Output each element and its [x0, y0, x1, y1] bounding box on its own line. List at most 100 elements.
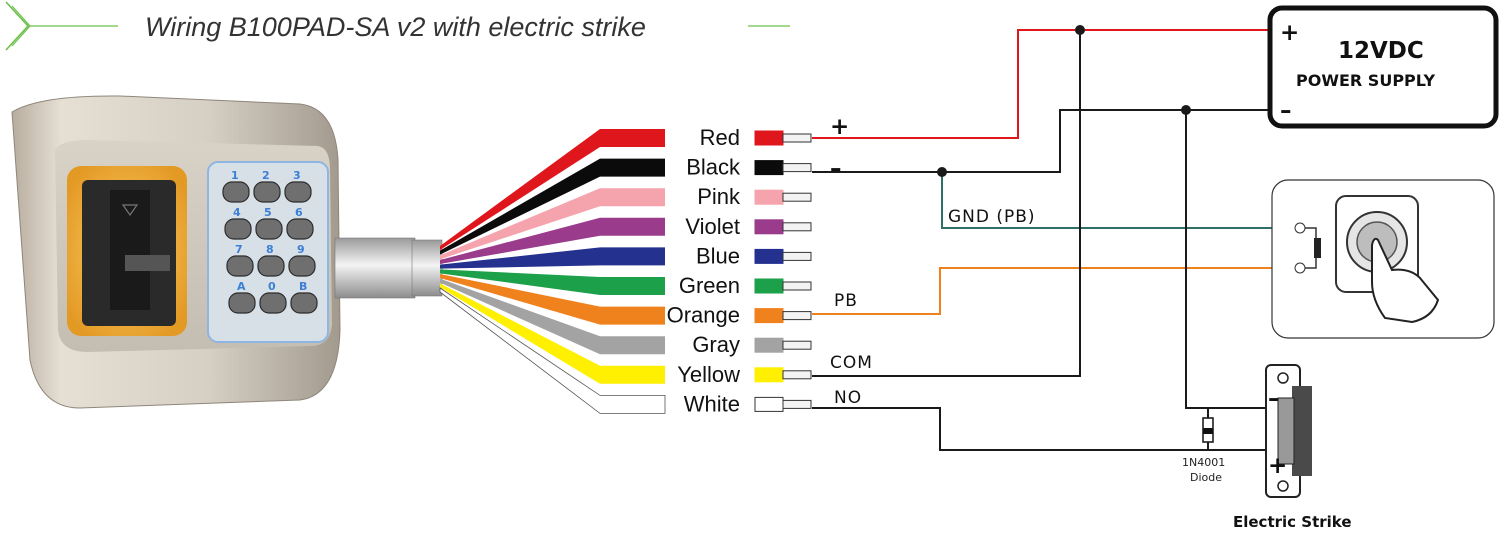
- cable-sheath: [334, 237, 416, 299]
- strike-plus: +: [1268, 453, 1287, 479]
- wire-label-red: Red: [700, 125, 740, 150]
- terminal-icon: [1294, 262, 1306, 274]
- electric-strike: – + Electric Strike: [1233, 364, 1352, 531]
- wire-ferrule: [782, 340, 812, 350]
- wire-label-blue: Blue: [696, 243, 740, 268]
- keypad-key: [222, 181, 250, 203]
- plus-label: +: [830, 114, 849, 140]
- junction-dot: [1181, 105, 1191, 115]
- wire-blue: [440, 247, 665, 269]
- diode-label: Diode: [1190, 471, 1222, 484]
- junction-dot: [937, 167, 947, 177]
- power-supply-box: [1267, 5, 1499, 129]
- circuit-lines: [812, 29, 1273, 451]
- power-supply-label: POWER SUPPLY: [1296, 71, 1435, 90]
- wire-ferrule: [782, 281, 812, 291]
- wire-ferrule: [782, 399, 812, 409]
- wire-yellow: [440, 283, 665, 384]
- wire-ferrule: [782, 192, 812, 202]
- push-button-unit: [1271, 179, 1495, 339]
- no-line: [812, 407, 1268, 451]
- wire-label-pink: Pink: [697, 184, 741, 209]
- power-supply-minus: –: [1280, 98, 1292, 124]
- wire-label-green: Green: [679, 273, 740, 298]
- wire-fan: [439, 129, 666, 414]
- diode-part-label: 1N4001: [1182, 456, 1225, 469]
- junction-dot: [1075, 25, 1085, 35]
- wire-label-black: Black: [686, 155, 741, 180]
- fingerprint-slot: [125, 255, 170, 271]
- keypad-key-label: 5: [264, 206, 272, 219]
- wire-ferrule: [782, 370, 812, 380]
- keypad-key: [253, 181, 281, 203]
- wire-red: [440, 129, 665, 250]
- strike-minus: –: [1268, 386, 1280, 412]
- cable: [334, 237, 443, 299]
- wire-label-white: White: [684, 391, 740, 416]
- pointing-hand-icon: [1371, 237, 1440, 324]
- page-title: Wiring B100PAD-SA v2 with electric strik…: [145, 12, 646, 42]
- wire-label-orange: Orange: [667, 303, 740, 328]
- power-supply-voltage: 12VDC: [1338, 38, 1424, 64]
- strike-label: Electric Strike: [1233, 513, 1352, 531]
- keypad-key-label: A: [237, 280, 246, 293]
- wire-tip-green: [754, 278, 784, 294]
- wire-white: [439, 287, 666, 414]
- wire-labels: RedBlackPinkVioletBlueGreenOrangeGrayYel…: [667, 125, 812, 416]
- wire-tip-gray: [754, 337, 784, 353]
- wire-ferrule: [782, 311, 812, 321]
- no-label: NO: [834, 388, 862, 408]
- keypad-key-label: 3: [293, 169, 301, 182]
- wire-black: [440, 158, 665, 255]
- wire-orange: [440, 274, 665, 325]
- power-supply: + 12VDC POWER SUPPLY –: [1267, 5, 1499, 129]
- cable-end: [411, 239, 443, 297]
- wire-ferrule: [782, 133, 812, 143]
- wire-violet: [440, 217, 665, 264]
- wire-tip-black: [754, 160, 784, 176]
- keypad-key: [259, 292, 287, 314]
- com-label: COM: [830, 353, 873, 373]
- keypad-key-label: 1: [231, 169, 239, 182]
- keypad-key-label: 8: [266, 243, 274, 256]
- power-positive-line: [812, 29, 1268, 139]
- minus-label: –: [830, 156, 842, 182]
- keypad-key-label: 6: [295, 206, 303, 219]
- wire-ferrule: [782, 222, 812, 232]
- pb-line: [812, 267, 1273, 315]
- wire-tip-pink: [754, 189, 784, 205]
- gnd-pb-label: GND (PB): [948, 207, 1036, 227]
- wire-pink: [440, 188, 665, 260]
- gnd-pb-line: [941, 172, 1273, 229]
- keypad-key: [255, 218, 283, 240]
- diode-band: [1203, 428, 1213, 434]
- strike-body: [1292, 386, 1312, 476]
- wire-ferrule: [782, 163, 812, 173]
- strike-keeper: [1277, 397, 1295, 465]
- wire-tip-orange: [754, 308, 784, 324]
- wire-tip-white: [754, 396, 784, 412]
- keypad-key: [224, 218, 252, 240]
- keypad-key: [286, 218, 314, 240]
- chevron-icon: [5, 1, 30, 51]
- terminal-icon: [1294, 222, 1306, 234]
- keypad-key-label: 4: [233, 206, 241, 219]
- keypad-key: [226, 255, 254, 277]
- keypad-key-label: 0: [268, 280, 276, 293]
- wire-tip-violet: [754, 219, 784, 235]
- keypad-key: [284, 181, 312, 203]
- keypad-key-label: 2: [262, 169, 270, 182]
- strike-negative-line: [1185, 110, 1268, 409]
- wire-label-gray: Gray: [692, 332, 740, 357]
- arrow-down-icon: [121, 204, 139, 217]
- screw-icon: [1277, 372, 1289, 384]
- header: Wiring B100PAD-SA v2 with electric strik…: [5, 1, 790, 51]
- junctions: [937, 25, 1191, 177]
- switch-actuator-icon: [1314, 238, 1321, 258]
- keypad-key-label: 9: [297, 243, 305, 256]
- wire-tip-yellow: [754, 367, 784, 383]
- keypad-key-label: 7: [235, 243, 243, 256]
